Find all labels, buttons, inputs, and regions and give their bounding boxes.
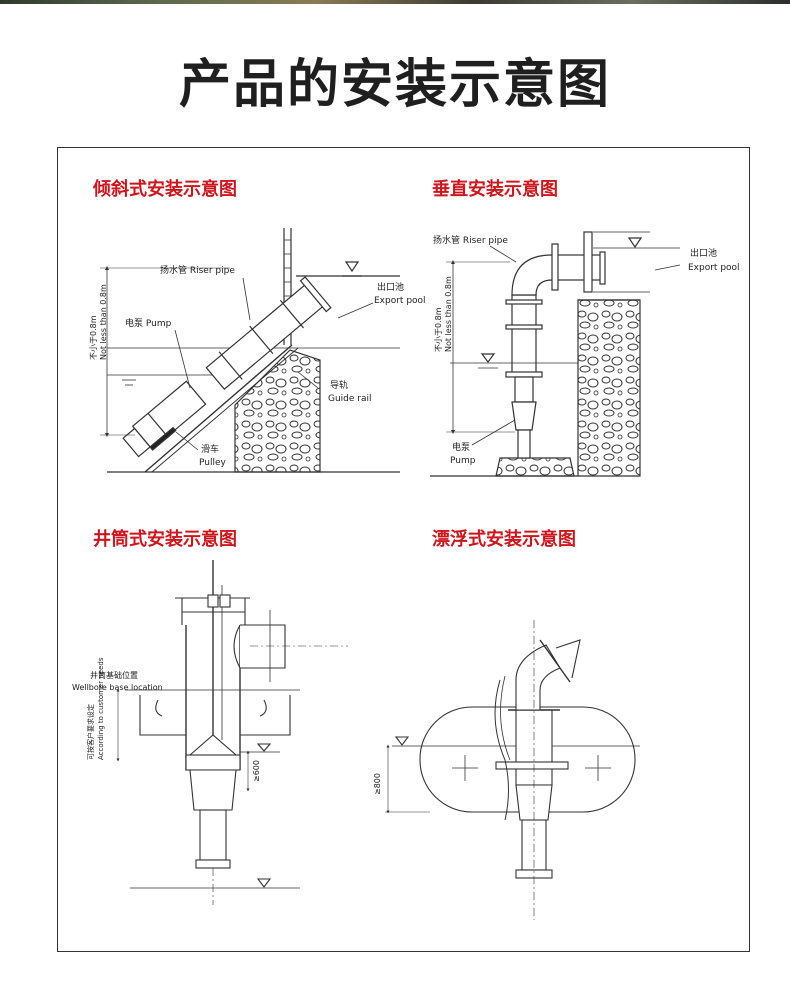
riser-elbow bbox=[511, 254, 557, 296]
vertical-diagram bbox=[430, 231, 681, 477]
inclined-depth-cn: 不小于0.8m bbox=[89, 315, 98, 360]
inclined-pump-label: 电泵 Pump bbox=[125, 317, 172, 329]
page-title: 产品的安装示意图 bbox=[178, 55, 611, 115]
vertical-pool-cn: 出口池 bbox=[690, 247, 717, 259]
floating-dim: ≥800 bbox=[373, 773, 382, 795]
inclined-diagram bbox=[100, 228, 400, 473]
pump-coupling bbox=[188, 734, 238, 756]
pump-upper bbox=[514, 376, 534, 403]
wellbore-diagram bbox=[116, 560, 348, 905]
inclined-pool-cn: 出口池 bbox=[377, 281, 404, 293]
vertical-title: 垂直安装示意图 bbox=[432, 179, 558, 200]
outlet-pipe bbox=[555, 254, 605, 281]
outlet-elbow bbox=[515, 644, 561, 711]
inclined-depth-en: Not less than 0.8m bbox=[99, 284, 108, 360]
pump-body bbox=[189, 769, 237, 811]
water-level-mark bbox=[394, 736, 410, 746]
diagram-frame bbox=[57, 147, 750, 952]
power-cable bbox=[494, 679, 509, 821]
inclined-pulley-cn: 滑车 bbox=[201, 443, 219, 455]
wellbore-title: 井筒式安装示意图 bbox=[93, 529, 237, 550]
wellbore-dim: ≥600 bbox=[252, 760, 261, 782]
sump-level-mark bbox=[480, 353, 496, 363]
well-level-mark bbox=[256, 743, 272, 752]
wall-rocks bbox=[577, 299, 641, 477]
top-decor-strip bbox=[0, 0, 790, 4]
inclined-title: 倾斜式安装示意图 bbox=[93, 179, 237, 200]
vertical-pool-en: Export pool bbox=[688, 263, 740, 273]
pump-motor bbox=[199, 809, 227, 861]
vertical-pump-en: Pump bbox=[450, 456, 476, 466]
vertical-depth-en: Not less than 0.8m bbox=[444, 276, 453, 352]
pump-base bbox=[495, 457, 575, 477]
inclined-guide-en: Guide rail bbox=[328, 394, 372, 404]
riser-pipe bbox=[205, 276, 332, 390]
outlet-pipe bbox=[240, 624, 286, 669]
wellbore-customer-cn: 可按客户要求设定 bbox=[86, 704, 95, 760]
guide-rail bbox=[144, 344, 293, 473]
vertical-riser-label: 扬水管 Riser pipe bbox=[433, 234, 508, 246]
pool-level-mark bbox=[627, 237, 643, 249]
pump-mid bbox=[511, 401, 537, 431]
wellbore-customer-en: According to customer needs bbox=[97, 657, 105, 760]
pool-level-mark bbox=[344, 261, 360, 273]
bottom-level-mark bbox=[256, 878, 272, 888]
guide-rail-2 bbox=[151, 347, 299, 473]
floating-title: 漂浮式安装示意图 bbox=[432, 529, 576, 550]
pump-lower bbox=[517, 429, 531, 459]
inclined-pool-en: Export pool bbox=[374, 296, 426, 306]
wall-rocks bbox=[234, 349, 321, 473]
inclined-riser-label: 扬水管 Riser pipe bbox=[160, 264, 235, 276]
inclined-guide-cn: 导轨 bbox=[330, 379, 348, 391]
wellbore-base-cn: 井筒基础位置 bbox=[90, 670, 138, 680]
pump-body bbox=[122, 380, 207, 458]
vertical-depth-cn: 不小于0.8m bbox=[434, 307, 443, 352]
wellbore-base-en: Wellbore base location bbox=[72, 683, 163, 692]
floating-diagram bbox=[385, 620, 640, 920]
vertical-pump-cn: 电泵 bbox=[452, 441, 470, 453]
inclined-pulley-en: Pulley bbox=[199, 458, 227, 468]
